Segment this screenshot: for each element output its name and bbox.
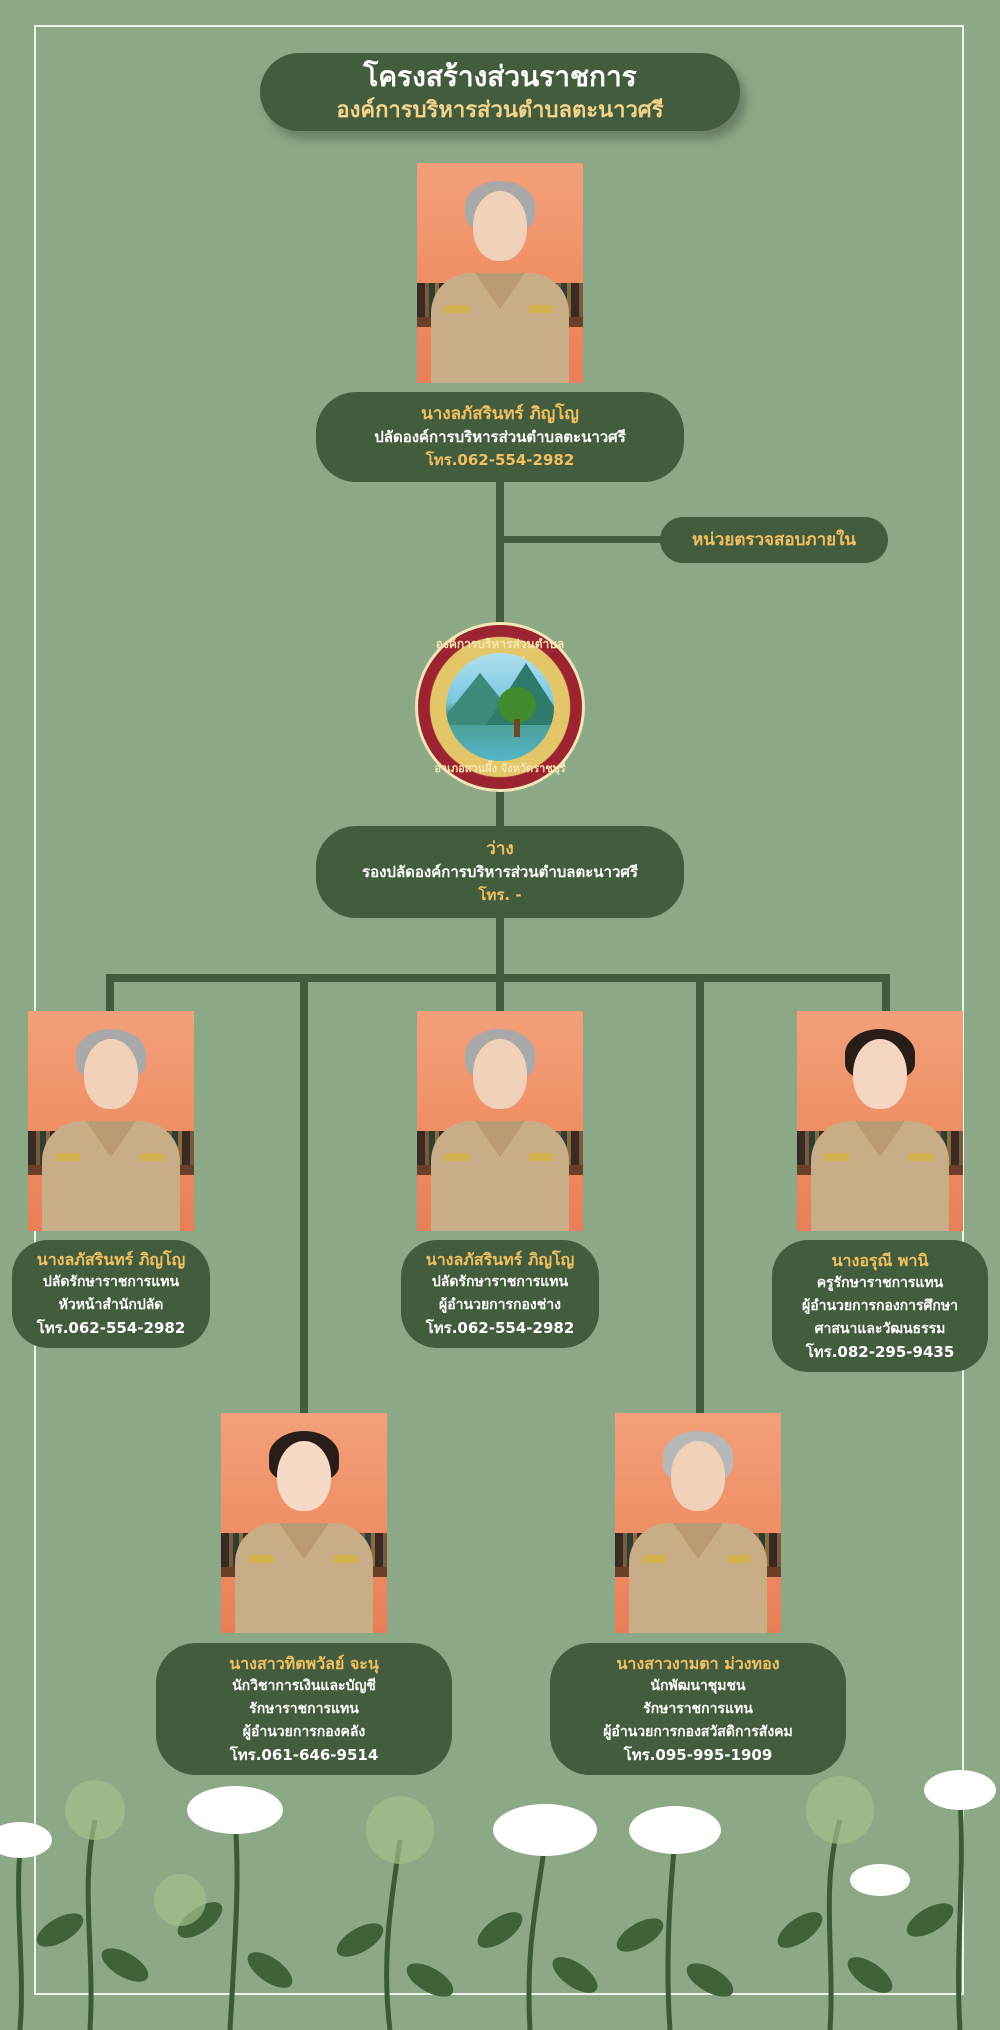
photo-staff-1 bbox=[28, 1011, 194, 1231]
card-staff-1: นางลภัสรินทร์ ภิญโญ ปลัดรักษาราชการแทน ห… bbox=[12, 1240, 210, 1348]
connector-logo-deputy bbox=[496, 786, 504, 828]
page-subtitle: องค์การบริหารส่วนตำบลตะนาวศรี bbox=[336, 97, 664, 123]
card-staff-2: นางลภัสรินทร์ ภิญโญ ปลัดรักษาราชการแทน ผ… bbox=[401, 1240, 599, 1348]
photo-staff-2 bbox=[417, 1011, 583, 1231]
connector-drop-4 bbox=[300, 974, 308, 1414]
connector-drop-5 bbox=[882, 974, 890, 1014]
card-staff-3-line-3: ศาสนาและวัฒนธรรม bbox=[814, 1320, 946, 1337]
page-title: โครงสร้างส่วนราชการ bbox=[363, 60, 637, 93]
card-staff-3-line-1: ครูรักษาราชการแทน bbox=[816, 1274, 944, 1291]
card-staff-3: นางอรุณี พานิ ครูรักษาราชการแทน ผู้อำนวย… bbox=[772, 1240, 988, 1372]
card-chief-name: นางลภัสรินทร์ ภิญโญ bbox=[421, 403, 579, 424]
card-staff-4-line-2: รักษาราชการแทน bbox=[249, 1700, 359, 1717]
card-staff-1-line-2: หัวหน้าสำนักปลัด bbox=[58, 1297, 164, 1313]
connector-audit bbox=[504, 536, 662, 543]
card-chief-phone: โทร.062-554-2982 bbox=[425, 450, 575, 469]
card-staff-5-name: นางสาวงามตา ม่วงทอง bbox=[616, 1653, 780, 1673]
photo-top bbox=[417, 163, 583, 383]
card-staff-4-line-1: นักวิชาการเงินและบัญชี bbox=[232, 1677, 376, 1694]
card-deputy: ว่าง รองปลัดองค์การบริหารส่วนตำบลตะนาวศร… bbox=[316, 826, 684, 918]
card-staff-5-phone: โทร.095-995-1909 bbox=[623, 1745, 773, 1764]
card-staff-2-phone: โทร.062-554-2982 bbox=[425, 1319, 575, 1337]
photo-staff-3 bbox=[797, 1011, 963, 1231]
card-staff-1-line-1: ปลัดรักษาราชการแทน bbox=[42, 1274, 180, 1290]
card-staff-4: นางสาวทิตพวัลย์ จะนุ นักวิชาการเงินและบั… bbox=[156, 1643, 452, 1775]
connector-deputy-down bbox=[496, 916, 504, 1014]
card-chief: นางลภัสรินทร์ ภิญโญ ปลัดองค์การบริหารส่ว… bbox=[316, 392, 684, 482]
card-staff-2-line-2: ผู้อำนวยการกองช่าง bbox=[439, 1297, 561, 1313]
card-staff-1-name: นางลภัสรินทร์ ภิญโญ bbox=[36, 1250, 186, 1269]
connector-drop-1 bbox=[106, 974, 114, 1014]
card-deputy-position: รองปลัดองค์การบริหารส่วนตำบลตะนาวศรี bbox=[362, 862, 638, 881]
logo-bottom-text: อำเภอสวนผึ้ง จังหวัดราชบุรี bbox=[434, 762, 566, 775]
photo-staff-4 bbox=[221, 1413, 387, 1633]
header-banner: โครงสร้างส่วนราชการ องค์การบริหารส่วนตำบ… bbox=[260, 53, 740, 131]
card-staff-2-name: นางลภัสรินทร์ ภิญโญ bbox=[425, 1250, 575, 1269]
card-staff-3-phone: โทร.082-295-9435 bbox=[805, 1342, 955, 1361]
decorative-frame bbox=[34, 25, 964, 1995]
card-staff-2-line-1: ปลัดรักษาราชการแทน bbox=[431, 1274, 569, 1290]
card-staff-4-phone: โทร.061-646-9514 bbox=[229, 1745, 379, 1764]
card-staff-5-line-2: รักษาราชการแทน bbox=[643, 1700, 753, 1717]
connector-horizontal-bar bbox=[106, 974, 890, 982]
card-staff-3-line-2: ผู้อำนวยการกองการศึกษา bbox=[802, 1297, 958, 1314]
connector-top-vertical bbox=[496, 480, 504, 628]
card-staff-1-phone: โทร.062-554-2982 bbox=[36, 1319, 186, 1337]
card-deputy-phone: โทร. - bbox=[478, 885, 522, 904]
organization-logo: องค์การบริหารส่วนตำบลตะนาวศรี อำเภอสวนผึ… bbox=[418, 625, 582, 789]
card-staff-5-line-3: ผู้อำนวยการกองสวัสดิการสังคม bbox=[603, 1723, 793, 1740]
card-staff-4-name: นางสาวทิตพวัลย์ จะนุ bbox=[229, 1653, 379, 1673]
audit-unit-pill: หน่วยตรวจสอบภายใน bbox=[660, 517, 888, 563]
card-deputy-name: ว่าง bbox=[486, 838, 514, 859]
card-staff-4-line-3: ผู้อำนวยการกองคลัง bbox=[242, 1723, 366, 1740]
card-staff-5: นางสาวงามตา ม่วงทอง นักพัฒนาชุมชน รักษาร… bbox=[550, 1643, 846, 1775]
card-chief-position: ปลัดองค์การบริหารส่วนตำบลตะนาวศรี bbox=[374, 427, 626, 446]
connector-drop-6 bbox=[696, 974, 704, 1414]
photo-staff-5 bbox=[615, 1413, 781, 1633]
card-staff-3-name: นางอรุณี พานิ bbox=[831, 1250, 929, 1270]
audit-unit-label: หน่วยตรวจสอบภายใน bbox=[691, 529, 857, 550]
card-staff-5-line-1: นักพัฒนาชุมชน bbox=[650, 1677, 746, 1694]
